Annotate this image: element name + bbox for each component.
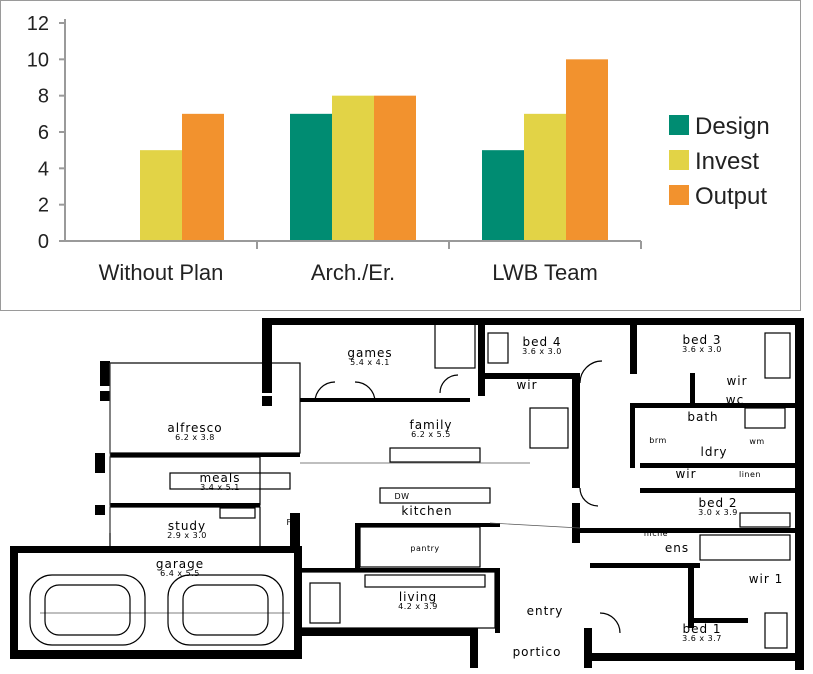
label-wm: wm xyxy=(749,437,764,446)
exterior-walls xyxy=(10,318,804,670)
y-tick-label: 2 xyxy=(38,195,49,217)
room-dims-meals: 3.4 x 5.1 xyxy=(200,483,240,492)
bar-output-3 xyxy=(566,59,608,242)
bar-design-3 xyxy=(482,150,524,241)
room-dims-garage: 6.4 x 5.5 xyxy=(160,569,200,578)
label-fridge: F xyxy=(286,518,291,527)
label-kitchen: kitchen xyxy=(401,504,452,518)
x-category-label: Arch./Er. xyxy=(311,260,395,285)
room-dims-living: 4.2 x 3.9 xyxy=(398,602,438,611)
legend-swatch-output xyxy=(669,185,689,205)
plan-details xyxy=(40,322,791,649)
x-category-label: LWB Team xyxy=(492,260,598,285)
bar-invest-3 xyxy=(524,113,566,241)
y-tick-label: 4 xyxy=(38,158,49,180)
y-tick-label: 6 xyxy=(38,122,49,144)
room-name-living: living xyxy=(399,590,437,604)
x-axis: Without Plan Arch./Er. LWB Team xyxy=(65,240,642,285)
room-dims-family: 6.2 x 5.5 xyxy=(411,430,451,439)
legend-swatch-invest xyxy=(669,150,689,170)
room-dims-bed4: 3.6 x 3.0 xyxy=(522,347,562,356)
y-tick-label: 10 xyxy=(27,49,49,71)
room-name-games: games xyxy=(347,346,392,360)
legend-label-output: Output xyxy=(695,183,767,210)
room-dims-bed1: 3.6 x 3.7 xyxy=(682,634,722,643)
room-name-garage: garage xyxy=(156,557,204,571)
room-name-study: study xyxy=(168,519,206,533)
room-name-meals: meals xyxy=(199,471,240,485)
room-dims-bed2: 3.0 x 3.9 xyxy=(698,508,738,517)
label-niche: niche xyxy=(644,529,668,538)
room-name-bed4: bed 4 xyxy=(522,335,561,349)
bar-design-2 xyxy=(290,113,332,241)
label-portico: portico xyxy=(513,645,562,659)
label-brm: brm xyxy=(649,436,667,445)
label-wir-bed2: wir xyxy=(675,467,696,481)
y-tick-label: 8 xyxy=(38,86,49,108)
label-wir-1: wir 1 xyxy=(749,572,784,586)
label-ldry: ldry xyxy=(701,445,728,459)
label-entry: entry xyxy=(527,604,564,618)
bar-output-1 xyxy=(182,113,224,241)
y-axis: 0 2 4 6 8 10 12 xyxy=(27,13,66,253)
label-dishwasher: DW xyxy=(394,492,409,501)
room-dims-alfresco: 6.2 x 3.8 xyxy=(175,433,215,442)
label-ens: ens xyxy=(665,541,689,555)
room-name-bed3: bed 3 xyxy=(682,333,721,347)
label-linen: linen xyxy=(739,470,761,479)
room-dims-bed3: 3.6 x 3.0 xyxy=(682,345,722,354)
bar-invest-2 xyxy=(332,95,374,242)
legend-swatch-design xyxy=(669,115,689,135)
y-tick-label: 12 xyxy=(27,13,49,35)
label-wc: wc xyxy=(726,393,744,407)
room-name-bed2: bed 2 xyxy=(698,496,737,510)
room-name-alfresco: alfresco xyxy=(167,421,222,435)
garage-cars xyxy=(29,574,284,646)
x-category-label: Without Plan xyxy=(99,260,224,285)
label-bath: bath xyxy=(687,410,718,424)
room-name-bed1: bed 1 xyxy=(682,622,721,636)
label-wir-bed3: wir xyxy=(726,374,747,388)
door-swings xyxy=(314,360,621,634)
bar-invest-1 xyxy=(140,150,182,241)
room-name-family: family xyxy=(409,418,452,432)
label-wir-bed4: wir xyxy=(516,378,537,392)
room-dims-study: 2.9 x 3.0 xyxy=(167,531,207,540)
legend-label-invest: Invest xyxy=(695,148,759,175)
y-tick-label: 0 xyxy=(38,231,49,253)
floor-plan: games 5.4 x 4.1 bed 4 3.6 x 3.0 bed 3 3.… xyxy=(10,318,804,670)
bar-output-2 xyxy=(374,95,416,242)
bars xyxy=(140,59,608,242)
room-labels: games 5.4 x 4.1 bed 4 3.6 x 3.0 bed 3 3.… xyxy=(156,333,784,659)
room-dims-games: 5.4 x 4.1 xyxy=(350,358,390,367)
legend-label-design: Design xyxy=(695,113,770,140)
label-pantry: pantry xyxy=(410,544,439,553)
